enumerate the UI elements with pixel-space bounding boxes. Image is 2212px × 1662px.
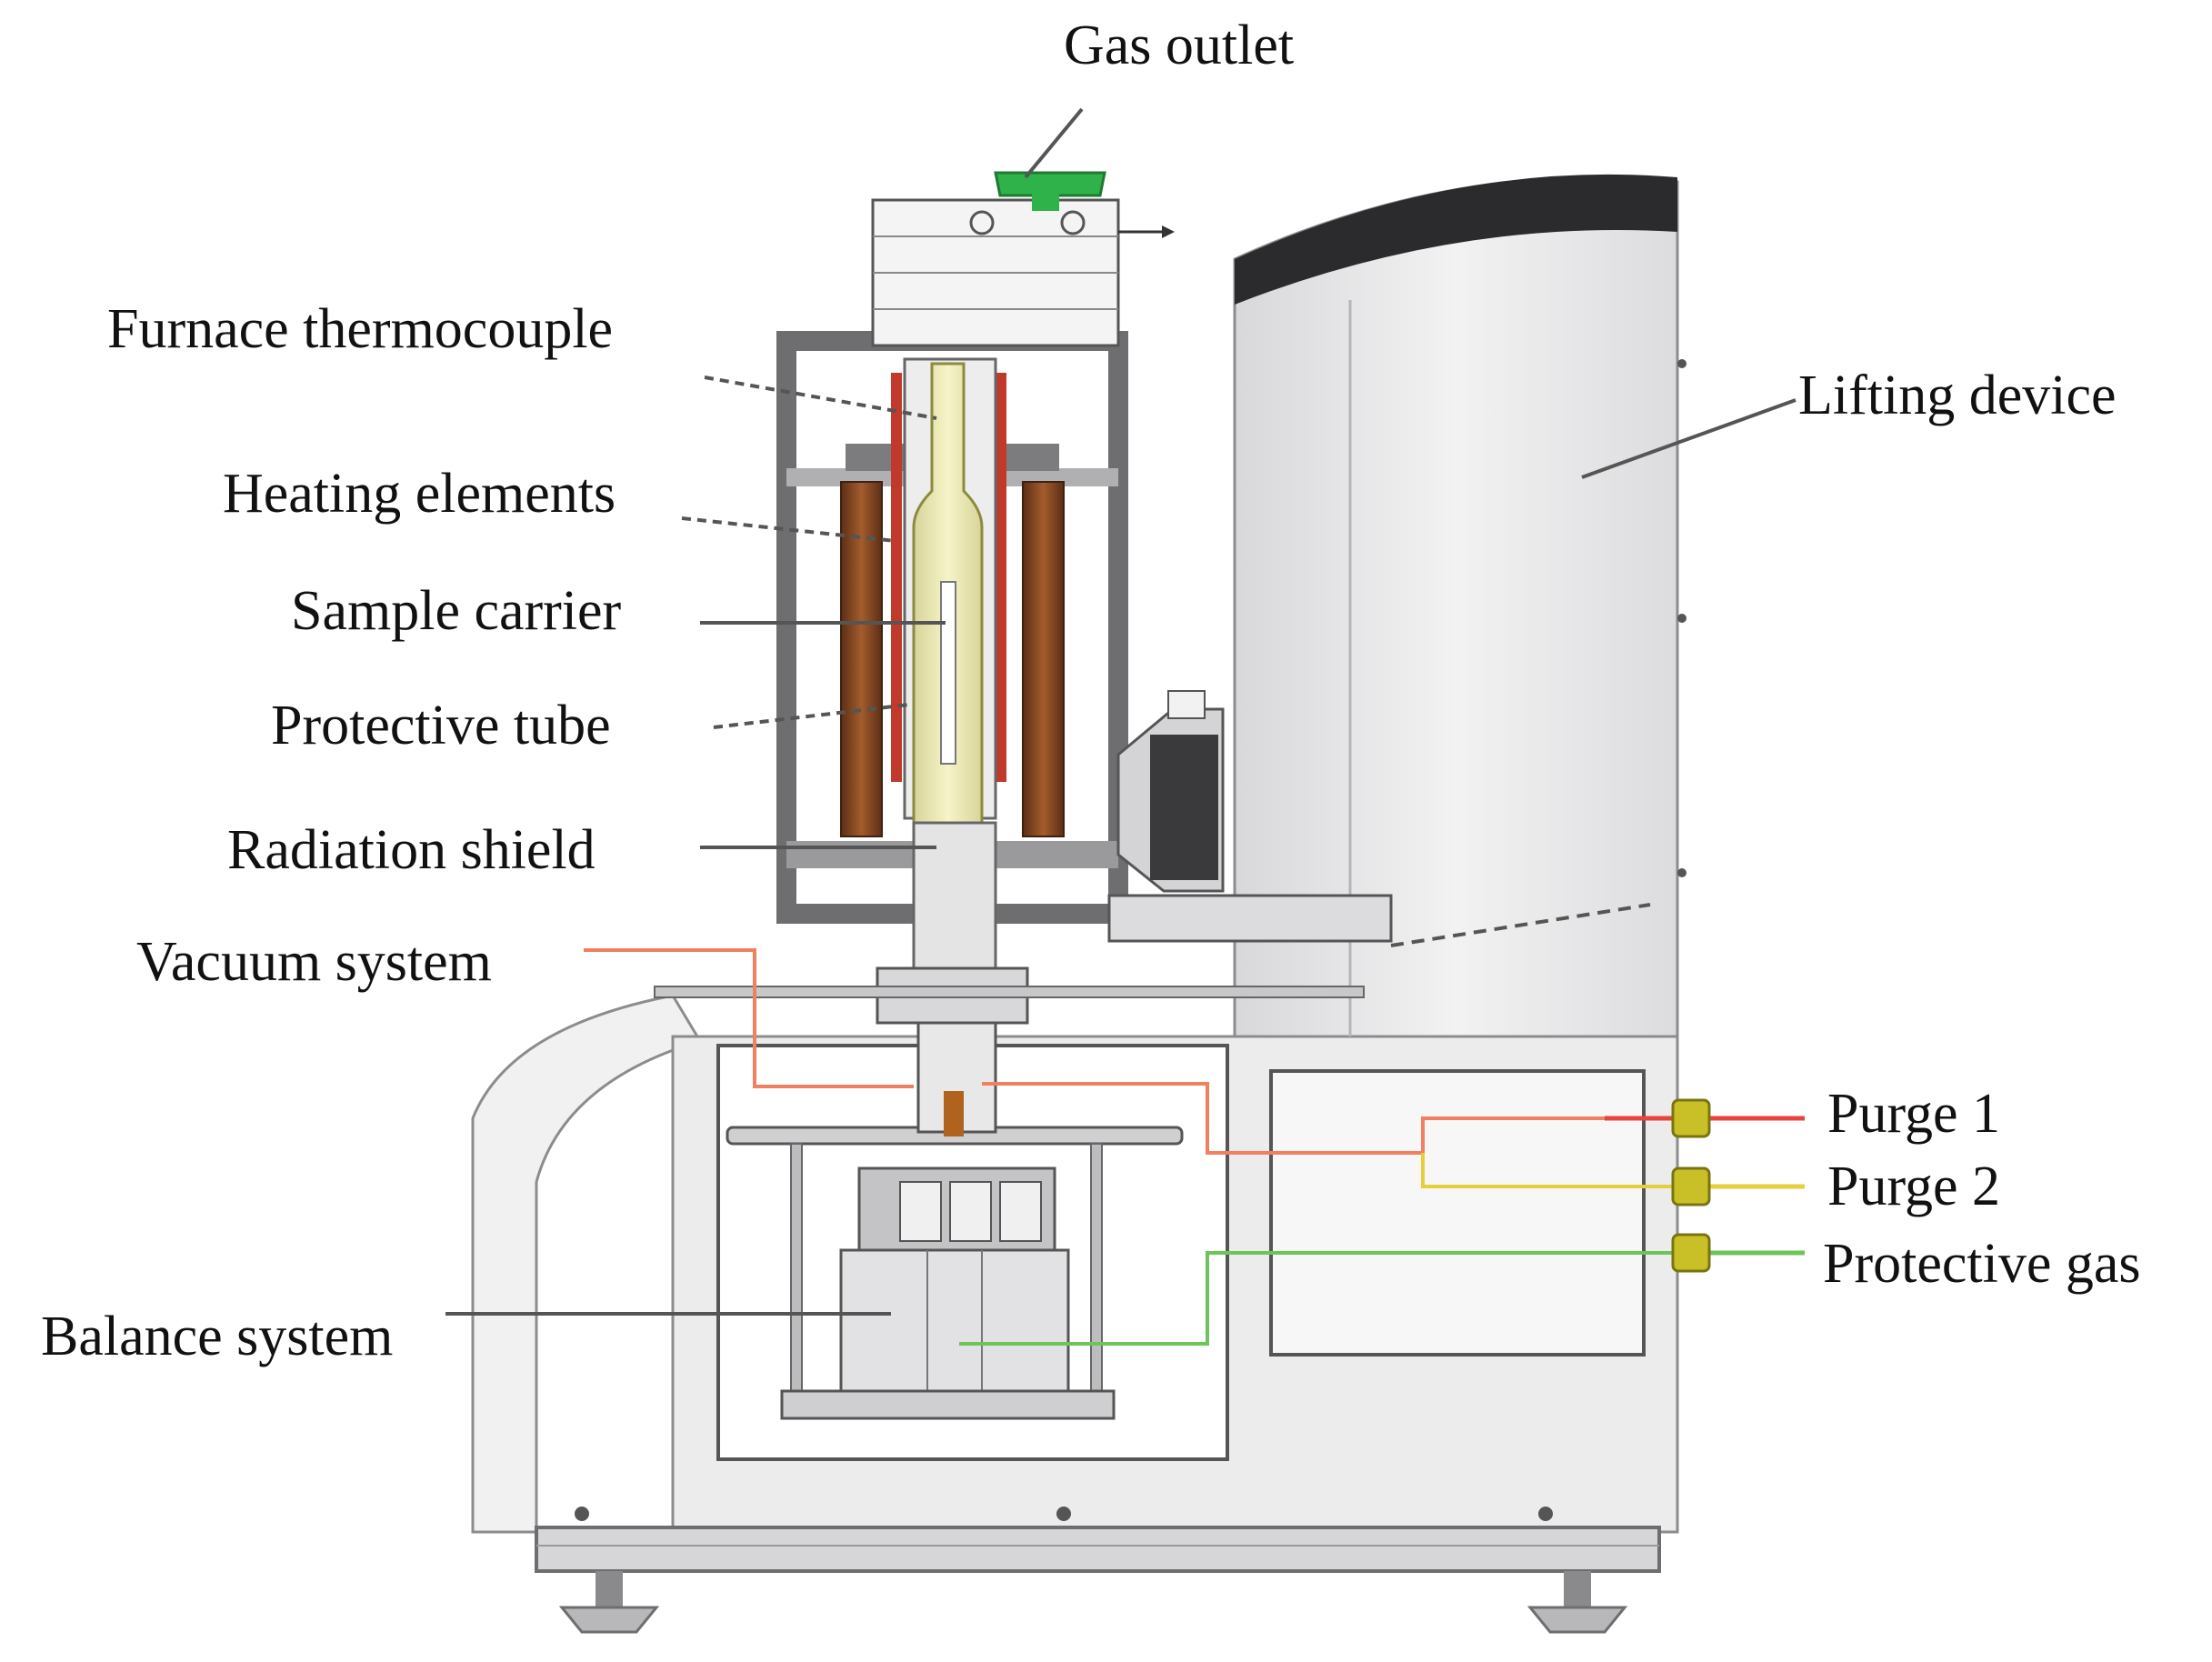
label-radiation-shield: Radiation shield (227, 819, 596, 881)
purge-2-fitting (1671, 1166, 1711, 1206)
front-shell (471, 994, 703, 1534)
label-lifting-device: Lifting device (1798, 365, 2116, 426)
gas-control-panel (1269, 1069, 1646, 1357)
label-vacuum-system: Vacuum system (136, 931, 492, 993)
leader-protective-tube (713, 703, 910, 729)
protective-gas-internal-line (959, 1251, 1687, 1346)
label-protective-tube: Protective tube (271, 695, 611, 756)
leader-lift-arm (1390, 903, 1651, 947)
label-purge-1: Purge 1 (1827, 1083, 2000, 1145)
label-purge-2: Purge 2 (1827, 1156, 2000, 1217)
leader-heating-elements (681, 516, 896, 543)
leader-gas-outlet (1024, 107, 1084, 179)
label-furnace-thermocouple: Furnace thermocouple (107, 298, 613, 360)
label-heating-elements: Heating elements (223, 463, 616, 525)
leader-furnace-thermocouple (704, 375, 937, 420)
purge-1-internal-line (982, 1082, 1605, 1155)
purge-1-fitting (1671, 1098, 1711, 1138)
leveling-foot-right (1526, 1571, 1628, 1634)
purge-2-internal-line (1421, 1153, 1687, 1188)
leveling-foot-left (558, 1571, 660, 1634)
gas-outlet-valve (994, 171, 1106, 197)
leader-lines (445, 107, 1797, 1316)
heater-right (1022, 481, 1065, 837)
protective-gas-fitting (1671, 1233, 1711, 1273)
leader-lifting-device (1581, 398, 1797, 479)
heater-left (840, 481, 883, 837)
gas-fittings (1671, 1098, 1711, 1273)
label-protective-gas: Protective gas (1823, 1233, 2141, 1295)
label-sample-carrier: Sample carrier (291, 580, 622, 642)
lifting-device-tower (1233, 174, 1687, 1038)
vacuum-line (584, 948, 914, 1088)
label-gas-outlet: Gas outlet (1064, 15, 1294, 76)
lift-arm (1107, 894, 1393, 943)
tower-cap (1235, 174, 1677, 305)
furnace-assembly (654, 171, 1393, 1136)
labels: Gas outlet Furnace thermocouple Heating … (41, 15, 2141, 1367)
label-balance-system: Balance system (41, 1306, 393, 1367)
base-rail (535, 1526, 1661, 1573)
